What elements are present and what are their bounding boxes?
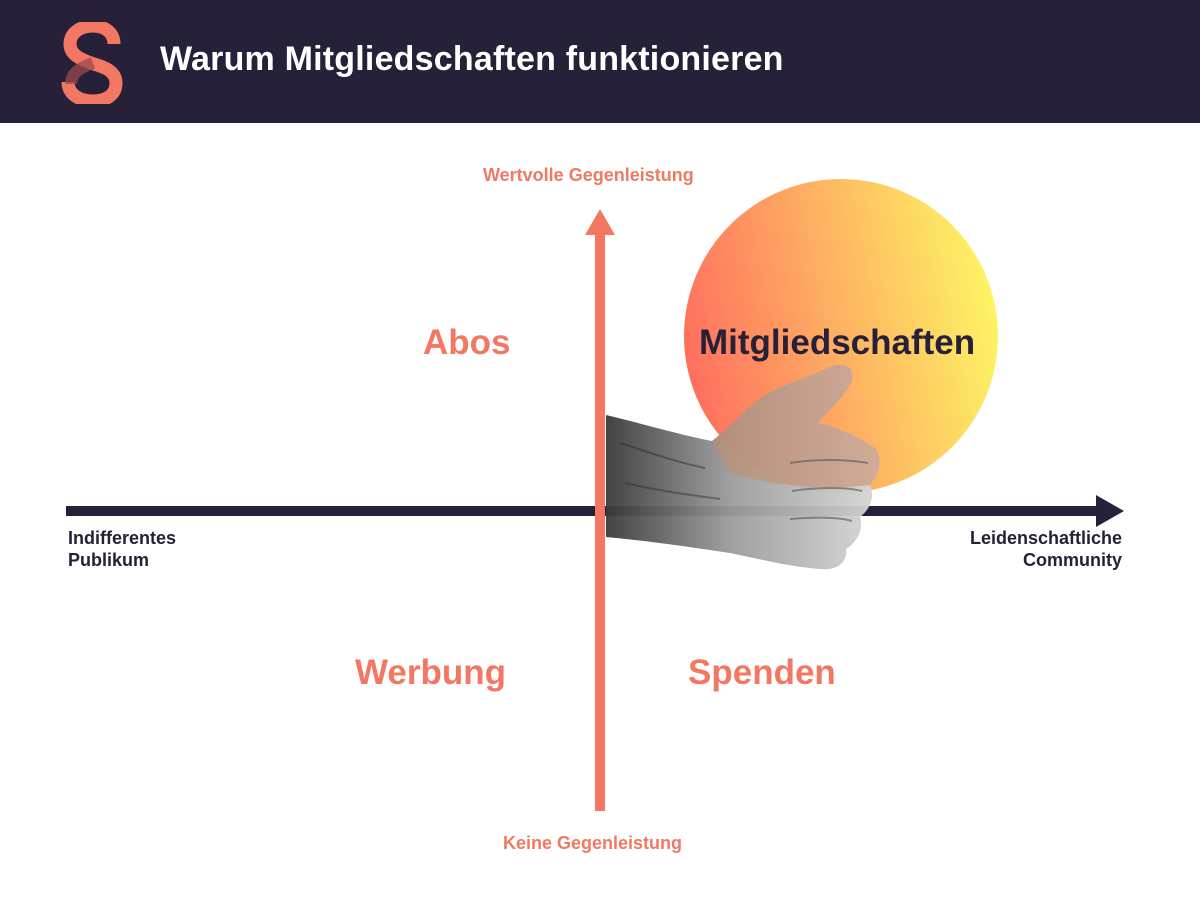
x-axis — [66, 495, 1124, 527]
quadrant-bottom-right-label: Spenden — [688, 653, 836, 692]
y-axis — [585, 209, 615, 811]
x-axis-right-label-line2: Community — [1023, 550, 1122, 570]
quadrant-diagram: Wertvolle Gegenleistung Keine Gegenleist… — [0, 123, 1200, 898]
diagram-graphics — [66, 179, 1124, 811]
y-axis-top-label: Wertvolle Gegenleistung — [483, 165, 694, 185]
x-axis-right-label: Leidenschaftliche Community — [970, 527, 1122, 571]
thumbs-up-hand-icon — [606, 364, 880, 570]
brand-s-logo-icon — [61, 22, 123, 104]
header-bar: Warum Mitgliedschaften funktionieren — [0, 0, 1200, 123]
y-axis-bottom-label: Keine Gegenleistung — [503, 833, 683, 853]
quadrant-top-right-label: Mitgliedschaften — [699, 323, 976, 362]
x-axis-right-label-line1: Leidenschaftliche — [969, 528, 1122, 548]
page-title: Warum Mitgliedschaften funktionieren — [160, 40, 784, 78]
x-axis-left-label-line1: Indifferentes — [68, 528, 177, 548]
quadrant-bottom-left-label: Werbung — [355, 653, 507, 692]
x-axis-left-label: Indifferentes Publikum — [68, 527, 176, 571]
quadrant-top-left-label: Abos — [423, 323, 511, 362]
x-axis-left-label-line2: Publikum — [68, 550, 150, 570]
